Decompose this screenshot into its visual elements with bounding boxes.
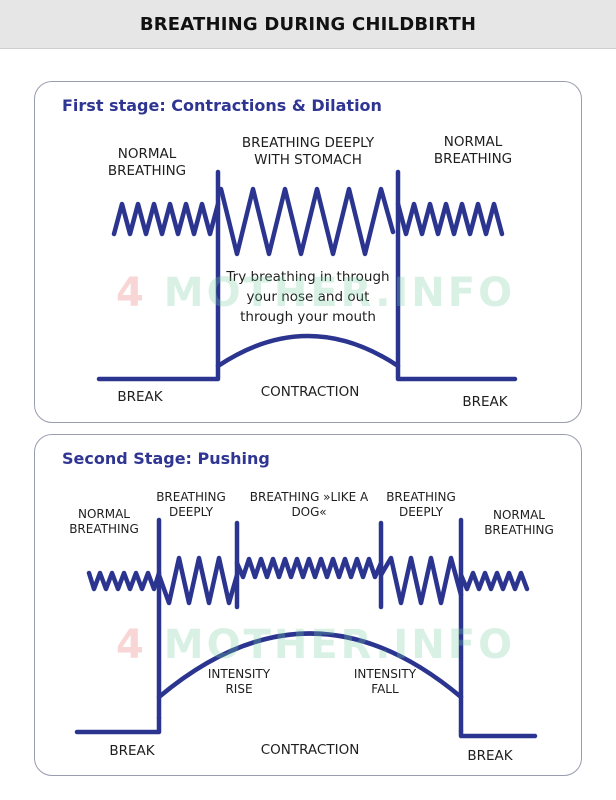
stage1-contraction-curve [215, 333, 401, 369]
stage2-breathing-diagram [74, 517, 538, 739]
stage2-deep-breathing-right-wave [378, 555, 464, 606]
stage2-baseline [74, 715, 538, 739]
stage1-break-right-label: BREAK [462, 394, 508, 410]
stage1-panel: First stage: Contractions & Dilation NOR… [34, 81, 582, 423]
stage1-normal-breathing-left-wave [111, 201, 221, 237]
stage2-heading: Second Stage: Pushing [62, 449, 270, 468]
stage2-normal-breathing-left-wave [86, 570, 162, 592]
stage1-deep-breathing-wave [218, 186, 396, 257]
stage1-heading: First stage: Contractions & Dilation [62, 96, 382, 115]
stage2-dog-breathing-wave [234, 556, 384, 580]
title-bar: BREATHING DURING CHILDBIRTH [0, 0, 616, 49]
stage1-break-left-label: BREAK [117, 389, 163, 405]
stage2-break-left-label: BREAK [109, 743, 155, 759]
stage1-normal-breathing-right-wave [395, 201, 505, 237]
page-title: BREATHING DURING CHILDBIRTH [139, 13, 477, 35]
stage2-contraction-label: CONTRACTION [260, 742, 360, 758]
stage2-contraction-curve [156, 631, 464, 700]
stage2-break-right-label: BREAK [467, 748, 513, 764]
stage2-deep-breathing-left-wave [156, 555, 240, 606]
stage2-normal-breathing-right-wave [458, 570, 530, 592]
stage1-baseline [96, 363, 518, 382]
stage1-contraction-label: CONTRACTION [260, 384, 360, 400]
stage1-breathing-diagram [96, 169, 518, 382]
